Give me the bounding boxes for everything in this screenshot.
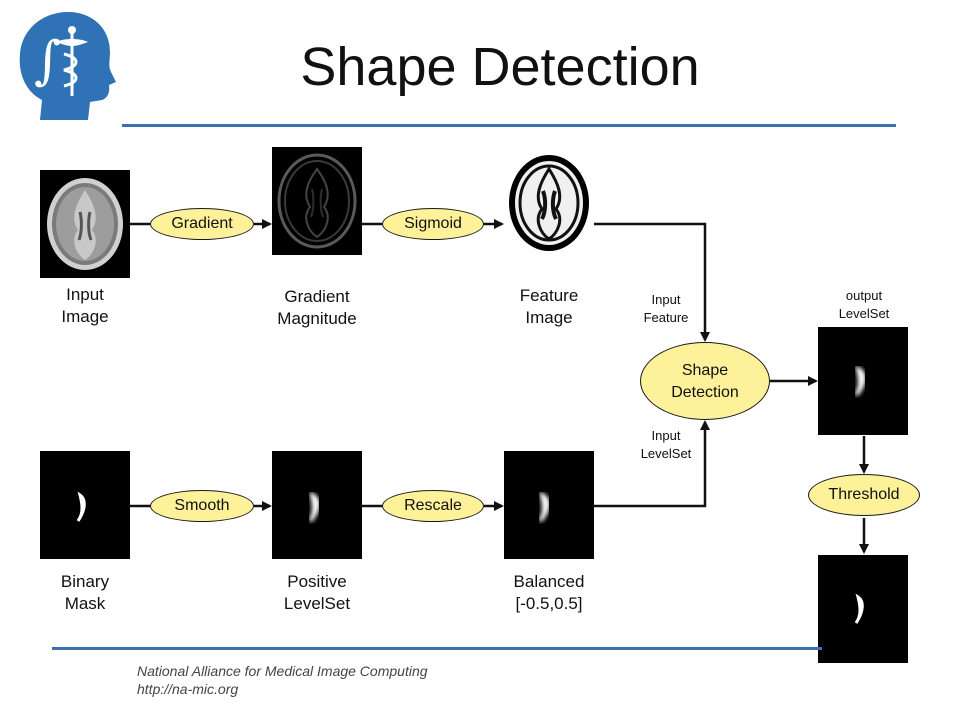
output-levelset-thumbnail — [818, 327, 908, 435]
gradient-magnitude-label: Gradient Magnitude — [277, 287, 357, 328]
binary-mask-label: Binary Mask — [60, 572, 110, 613]
page-title: Shape Detection — [300, 37, 700, 97]
threshold-output-thumbnail — [818, 555, 908, 663]
positive-levelset-thumbnail — [272, 451, 362, 559]
positive-levelset-label: Positive LevelSet — [283, 572, 351, 613]
feature-image-label: Feature Image — [519, 286, 579, 327]
shape-detection-filter: Shape Detection — [640, 342, 770, 420]
binary-mask-thumbnail — [40, 451, 130, 559]
gradient-filter: Gradient — [150, 208, 254, 240]
feature-image-thumbnail — [504, 147, 594, 259]
footer-org: National Alliance for Medical Image Comp… — [137, 663, 428, 679]
shape-detection-label-2: Detection — [671, 384, 739, 401]
output-levelset-label: output LevelSet — [838, 288, 890, 321]
smooth-filter: Smooth — [150, 490, 254, 522]
footer: National Alliance for Medical Image Comp… — [137, 662, 637, 698]
threshold-filter: Threshold — [808, 474, 920, 516]
input-feature-label: Input Feature — [643, 292, 689, 325]
namic-logo: ∫ — [19, 12, 116, 120]
footer-divider — [52, 647, 822, 650]
sigmoid-filter: Sigmoid — [382, 208, 484, 240]
balanced-levelset-thumbnail — [504, 451, 594, 559]
input-image-label: Input Image — [61, 285, 109, 326]
shape-detection-label-1: Shape — [681, 362, 729, 379]
footer-url: http://na-mic.org — [137, 681, 239, 697]
title-divider — [122, 124, 896, 127]
svg-text:∫: ∫ — [34, 31, 61, 91]
gradient-magnitude-thumbnail — [272, 147, 362, 255]
balanced-levelset-label: Balanced [-0.5,0.5] — [513, 572, 585, 613]
input-levelset-label: Input LevelSet — [640, 428, 692, 461]
input-image-thumbnail — [40, 170, 130, 278]
rescale-filter: Rescale — [382, 490, 484, 522]
